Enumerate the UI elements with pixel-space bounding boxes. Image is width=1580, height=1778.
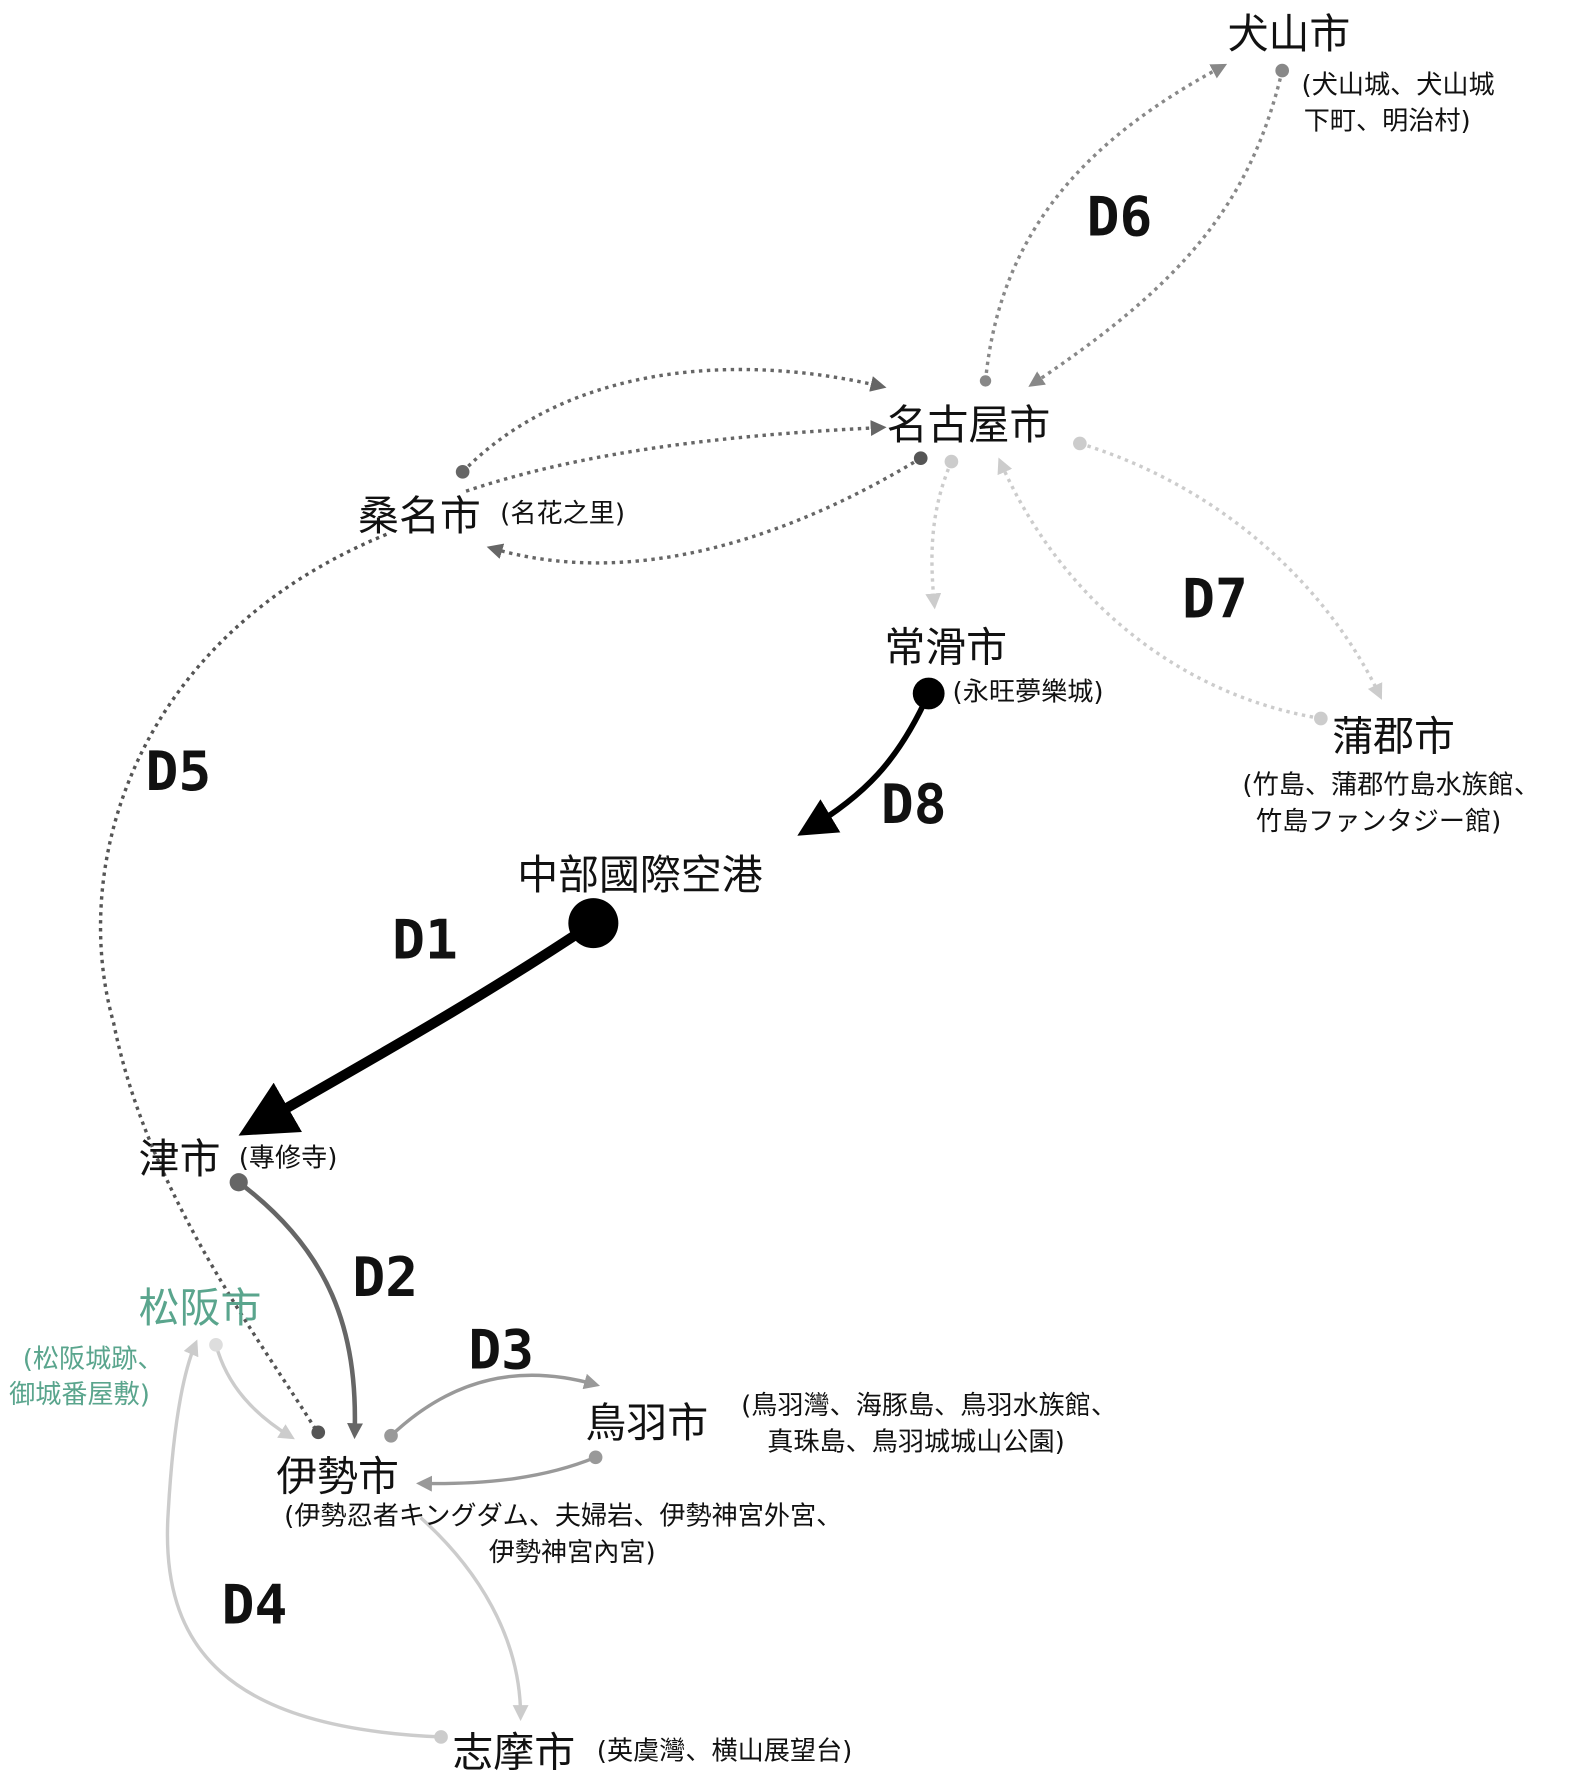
city-inuyama: 犬山市 bbox=[1228, 10, 1351, 58]
route-dots bbox=[209, 63, 1328, 1744]
tsu-sights: (專修寺) bbox=[239, 1143, 338, 1173]
city-chubu-airport: 中部國際空港 bbox=[517, 851, 763, 899]
toba-sights-1: (鳥羽灣、海豚島、鳥羽水族館、 bbox=[741, 1391, 1117, 1421]
route-d1 bbox=[238, 918, 597, 1136]
day-label-d8: D8 bbox=[881, 772, 947, 836]
gamagori-sights-2: 竹島ファンタジー館) bbox=[1256, 807, 1501, 837]
shima-sights: (英虞灣、横山展望台) bbox=[597, 1737, 853, 1767]
toba-sights-2: 真珠島、鳥羽城城山公園) bbox=[767, 1428, 1065, 1458]
day-label-d7: D7 bbox=[1182, 566, 1248, 630]
tokoname-sights: (永旺夢樂城) bbox=[953, 677, 1104, 707]
route-d3 bbox=[389, 1373, 601, 1492]
city-nagoya: 名古屋市 bbox=[887, 401, 1051, 449]
city-tsu: 津市 bbox=[139, 1135, 221, 1183]
city-kuwana: 桑名市 bbox=[358, 492, 481, 540]
route-d8 bbox=[797, 692, 932, 836]
city-gamagori: 蒲郡市 bbox=[1332, 712, 1455, 760]
matsusaka-sights-1: (松阪城跡、 bbox=[23, 1345, 164, 1375]
kuwana-sights: (名花之里) bbox=[500, 499, 625, 529]
day-label-d3: D3 bbox=[468, 1318, 534, 1382]
route-kuwana-nagoya bbox=[461, 367, 922, 565]
inuyama-sights-1: (犬山城、犬山城 bbox=[1302, 70, 1495, 100]
city-shima: 志摩市 bbox=[452, 1729, 575, 1777]
ise-sights-2: 伊勢神宮內宮) bbox=[489, 1538, 656, 1568]
day-label-d1: D1 bbox=[392, 907, 458, 971]
city-toba: 鳥羽市 bbox=[585, 1399, 708, 1447]
route-d7 bbox=[925, 441, 1383, 721]
route-d4 bbox=[165, 1339, 529, 1739]
day-label-d6: D6 bbox=[1087, 184, 1153, 248]
day-label-d4: D4 bbox=[222, 1572, 288, 1636]
day-label-d5: D5 bbox=[145, 739, 211, 803]
route-d2 bbox=[237, 1180, 363, 1440]
day-label-d2: D2 bbox=[352, 1245, 418, 1309]
matsusaka-sights-2: 御城番屋敷) bbox=[9, 1380, 150, 1410]
gamagori-sights-1: (竹島、蒲郡竹島水族館、 bbox=[1242, 771, 1540, 801]
city-ise: 伊勢市 bbox=[276, 1452, 399, 1500]
inuyama-sights-2: 下町、明治村) bbox=[1304, 107, 1471, 137]
city-tokoname: 常滑市 bbox=[884, 624, 1007, 672]
city-matsusaka: 松阪市 bbox=[139, 1284, 262, 1332]
route-d6 bbox=[983, 63, 1284, 387]
ise-sights-1: (伊勢忍者キングダム、夫婦岩、伊勢神宮外宮、 bbox=[284, 1501, 842, 1531]
